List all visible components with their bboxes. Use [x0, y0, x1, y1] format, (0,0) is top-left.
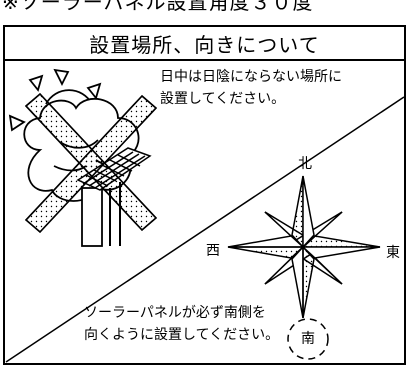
instruction-frame: 設置場所、向きについて [3, 25, 406, 365]
section-title: 設置場所、向きについて [5, 27, 404, 61]
prohibited-cross-icon [24, 92, 158, 234]
compass-north-label: 北 [298, 156, 312, 172]
compass-rose-icon [227, 175, 381, 319]
diagonal-divider [5, 96, 405, 363]
south-instruction: ソーラーパネルが必ず南側を 向くように設置してください。 [84, 302, 279, 346]
sun-icon [8, 68, 102, 132]
top-heading: ※ソーラーパネル設置角度３０度 [2, 0, 314, 14]
compass-east-label: 東 [386, 245, 400, 261]
compass-west-label: 西 [206, 243, 220, 259]
south-line-2: 向くように設置してください。 [84, 327, 280, 343]
compass-south-label: 南 [301, 331, 315, 347]
shade-instruction: 日中は日陰にならない場所に 設置してください。 [160, 66, 342, 110]
south-line-1: ソーラーパネルが必ず南側を [84, 305, 266, 321]
shade-line-2: 設置してください。 [160, 91, 286, 107]
south-highlight-circle [287, 318, 329, 360]
shade-line-1: 日中は日陰にならない場所に [160, 69, 342, 85]
